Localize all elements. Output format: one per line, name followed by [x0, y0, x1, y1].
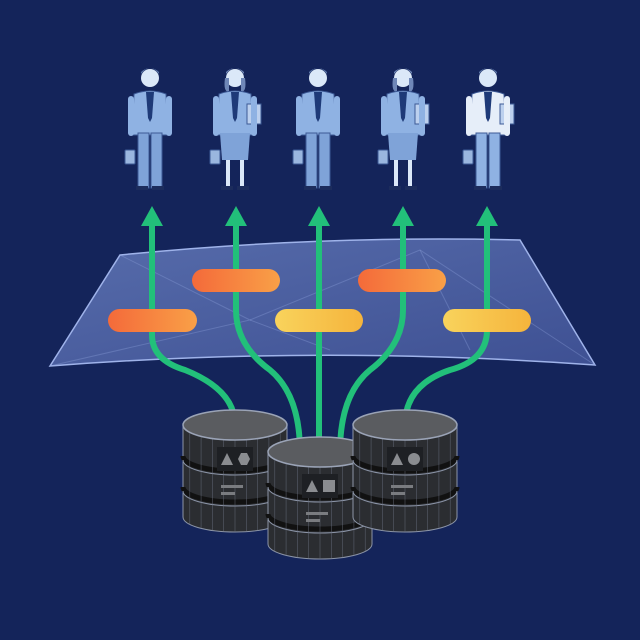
pill-yellow — [443, 309, 531, 332]
briefcase-icon — [209, 149, 221, 165]
businesswoman-icon — [377, 68, 430, 190]
arrow-up-icon — [308, 206, 330, 226]
square-icon — [323, 480, 335, 492]
triangle-icon — [306, 480, 318, 492]
briefcase-icon — [377, 149, 389, 165]
briefcase-icon — [124, 149, 136, 165]
briefcase-icon — [462, 149, 474, 165]
businessman-icon — [124, 68, 172, 190]
transform-pills — [108, 269, 531, 332]
arrow-up-icon — [225, 206, 247, 226]
triangle-icon — [391, 453, 403, 465]
briefcase-icon — [292, 149, 304, 165]
triangle-icon — [221, 453, 233, 465]
businessman-icon — [462, 68, 515, 190]
connector-line — [149, 225, 238, 426]
pill-orange — [108, 309, 197, 332]
businessman-icon — [292, 68, 340, 190]
arrow-up-icon — [141, 206, 163, 226]
connector-line — [233, 225, 303, 453]
people-row — [124, 68, 515, 190]
arrow-up-icon — [392, 206, 414, 226]
arrow-up-icon — [476, 206, 498, 226]
connector-line — [337, 225, 406, 453]
businesswoman-icon — [209, 68, 262, 190]
connector-lines — [149, 225, 490, 453]
databases — [180, 409, 460, 560]
database-icon — [350, 409, 460, 533]
hexagon-icon — [238, 453, 250, 465]
database-icon — [265, 436, 375, 560]
pill-orange — [358, 269, 446, 292]
pill-orange — [192, 269, 280, 292]
data-layer-plane — [48, 238, 597, 367]
connector-line — [402, 225, 490, 426]
arrowheads — [141, 206, 498, 226]
pill-yellow — [275, 309, 363, 332]
circle-icon — [408, 453, 420, 465]
